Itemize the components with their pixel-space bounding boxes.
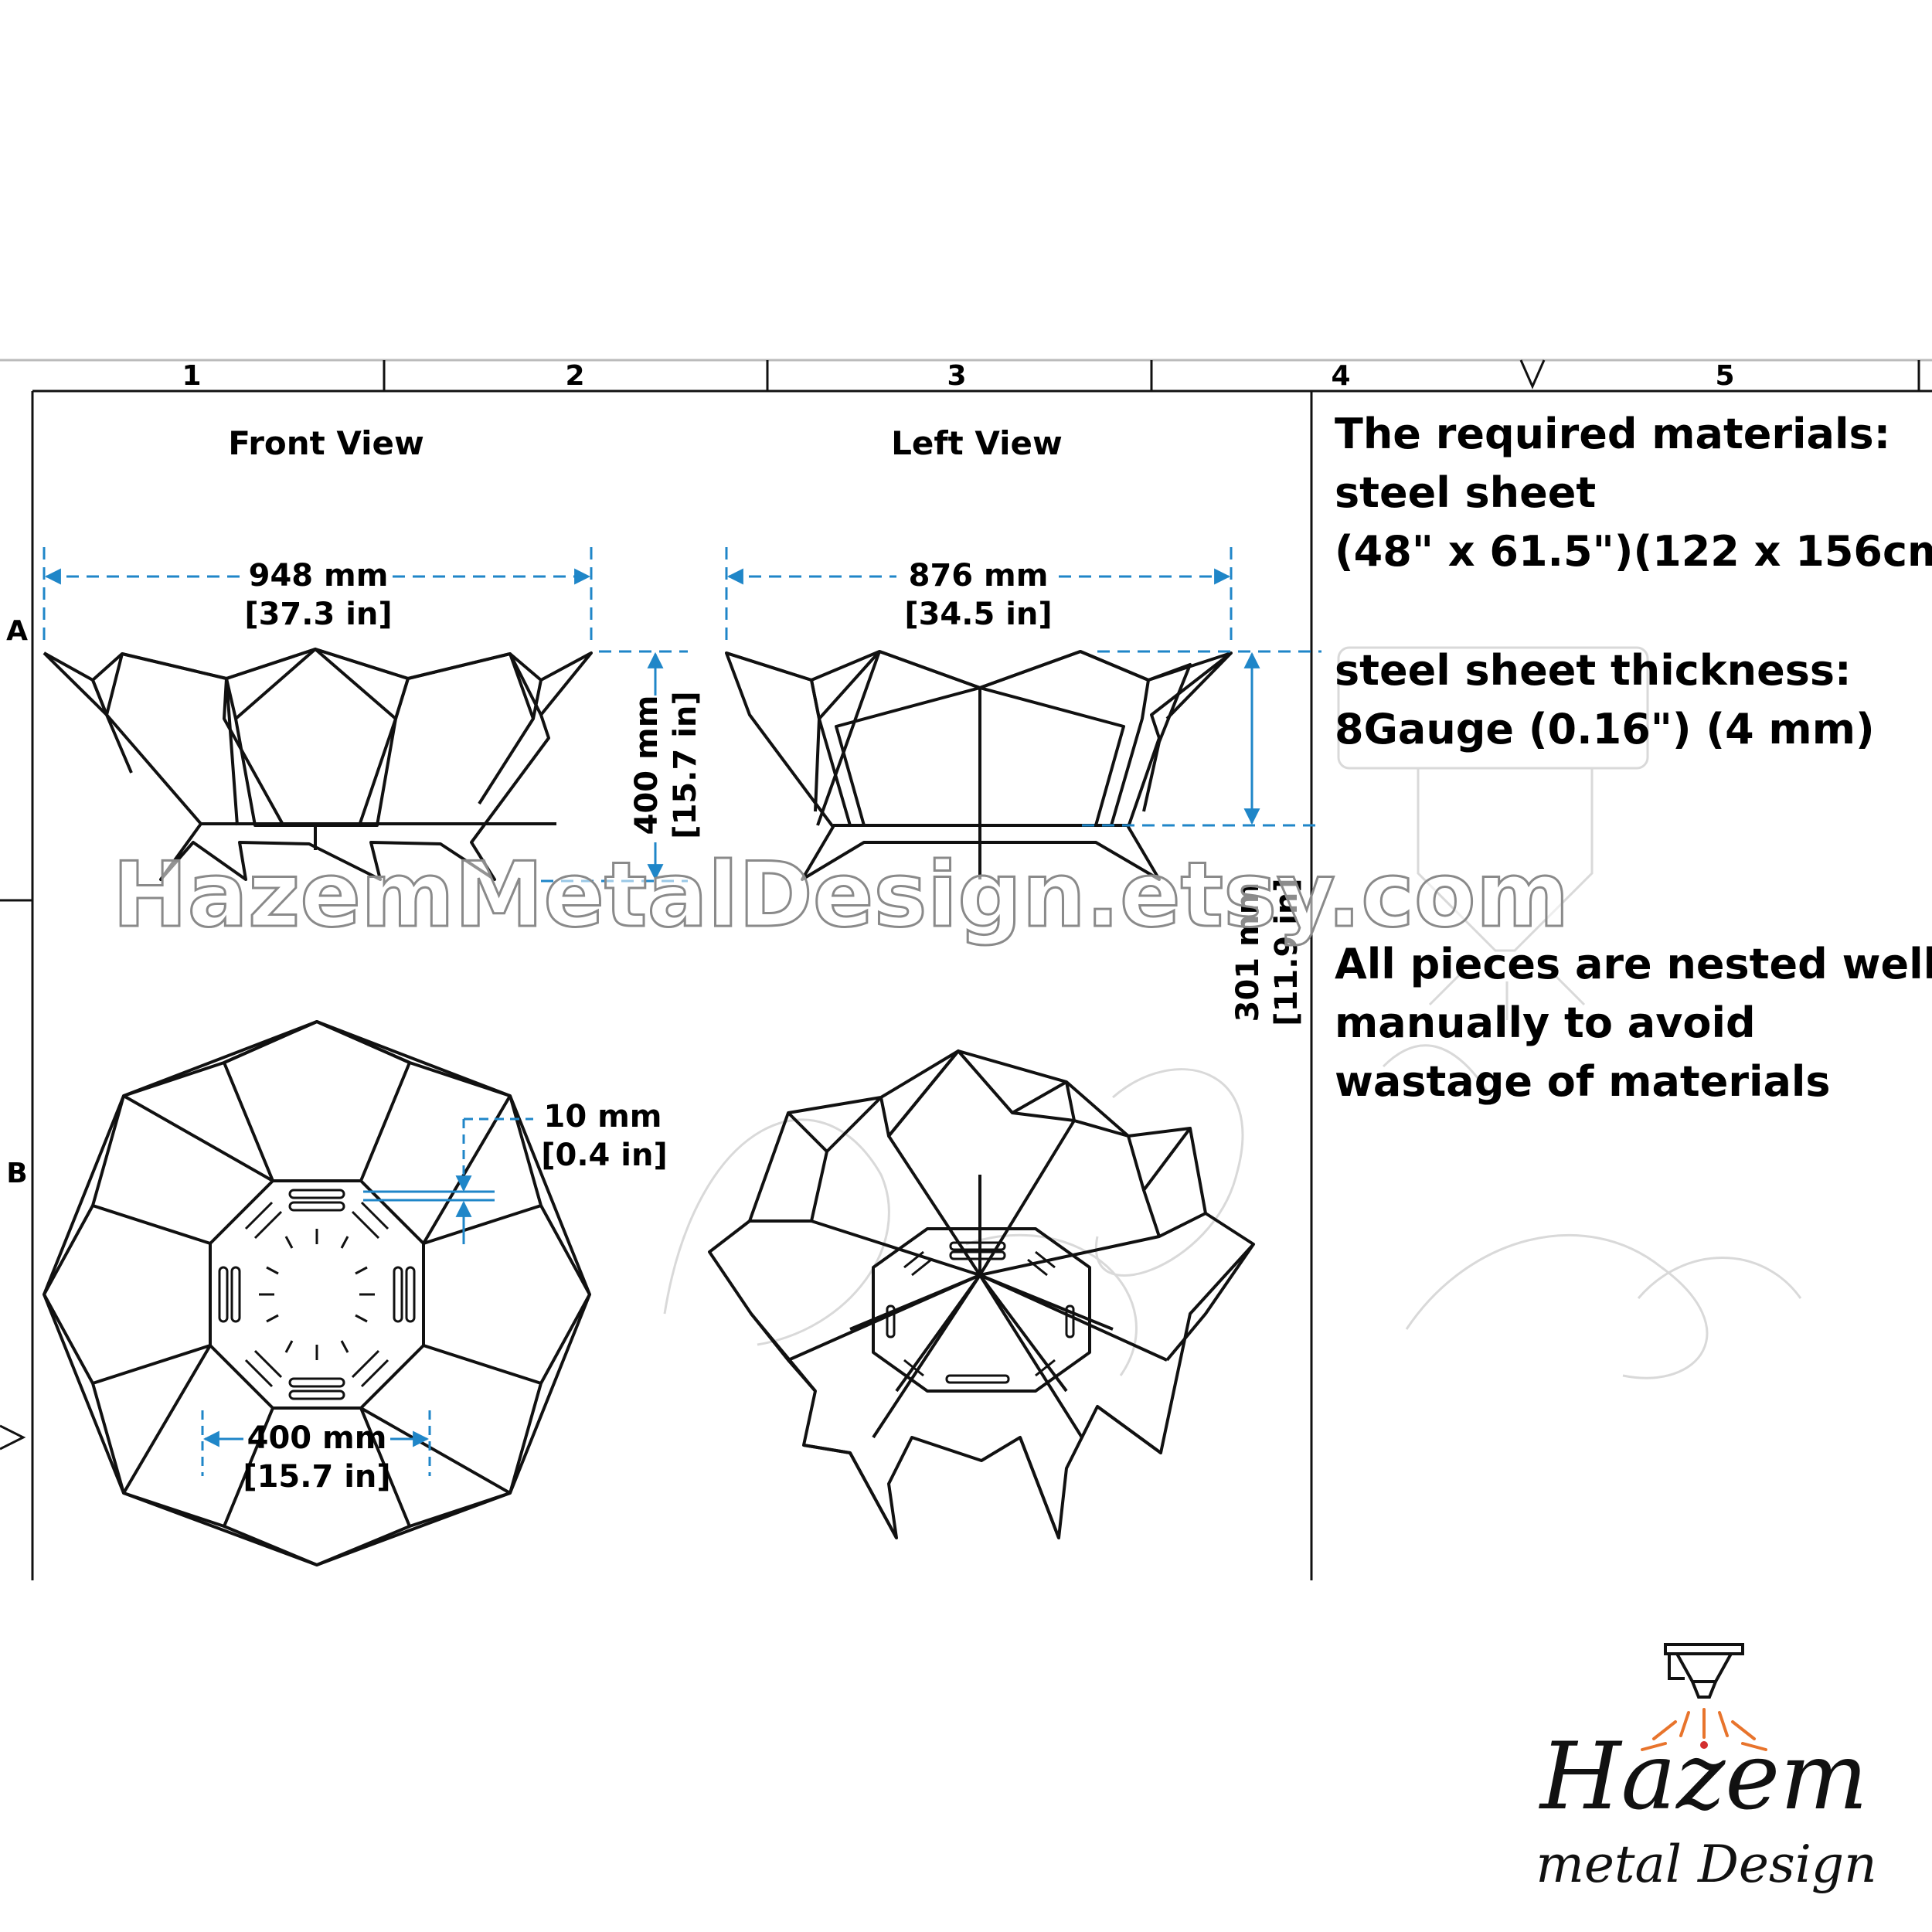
laser-head-icon	[1664, 1643, 1744, 1699]
row-label-b: B	[6, 1158, 27, 1189]
column-label-3: 3	[947, 360, 966, 392]
front-width-dimension	[43, 547, 593, 648]
isometric-view-drawing	[708, 1049, 1255, 1539]
front-view-title: Front View	[228, 424, 424, 462]
front-height-labels: 400 mm [15.7 in]	[629, 691, 703, 838]
column-label-2: 2	[565, 360, 584, 392]
logo-tagline: metal Design	[1536, 1835, 1876, 1894]
front-view-drawing	[43, 648, 593, 881]
front-width-mm: 948 mm	[249, 558, 389, 594]
notes-line-7: manually to avoid	[1335, 998, 1756, 1047]
left-view-drawing	[725, 650, 1233, 881]
notes-line-6: All pieces are nested well	[1335, 940, 1932, 988]
notes-line-8: wastage of materials	[1335, 1057, 1831, 1106]
notes-line-5: 8Gauge (0.16") (4 mm)	[1335, 705, 1875, 753]
column-label-1: 1	[182, 360, 201, 392]
drawing-frame	[0, 359, 1932, 1580]
left-height-dimension	[1082, 650, 1321, 827]
background-logo-ghost	[663, 646, 1802, 1379]
front-height-in: [15.7 in]	[668, 691, 703, 838]
base-width-in: [15.7 in]	[243, 1459, 390, 1495]
left-view-title: Left View	[891, 424, 1063, 462]
left-width-mm: 876 mm	[909, 558, 1049, 594]
column-label-4: 4	[1331, 360, 1350, 392]
left-height-mm: 301 mm	[1230, 883, 1266, 1022]
front-height-dimension	[541, 650, 688, 883]
watermark-text: HazemMetalDesign.etsy.com	[113, 843, 1570, 947]
left-height-in: [11.9 in]	[1269, 878, 1304, 1026]
brand-logo: Hazem metal Design	[1536, 1643, 1877, 1894]
materials-notes: The required materials: steel sheet (48"…	[1335, 410, 1932, 1106]
front-width-in: [37.3 in]	[244, 597, 392, 632]
top-view-drawing	[43, 1020, 591, 1566]
base-width-dimension	[201, 1410, 431, 1476]
left-width-in: [34.5 in]	[904, 597, 1052, 632]
left-width-dimension	[725, 547, 1233, 648]
notes-line-4: steel sheet thickness:	[1335, 646, 1852, 695]
left-height-labels: 301 mm [11.9 in]	[1230, 878, 1304, 1026]
gap-mm: 10 mm	[544, 1099, 662, 1134]
notes-line-1: The required materials:	[1335, 410, 1890, 458]
laser-spark-icon	[1641, 1708, 1767, 1751]
row-label-a: A	[6, 615, 28, 647]
front-height-mm: 400 mm	[629, 696, 665, 835]
logo-name: Hazem	[1539, 1723, 1868, 1831]
base-width-mm: 400 mm	[247, 1420, 387, 1456]
notes-line-3: (48" x 61.5")(122 x 156cm)	[1335, 527, 1932, 576]
laser-dot-icon	[1700, 1741, 1708, 1749]
column-label-5: 5	[1715, 360, 1734, 392]
gap-in: [0.4 in]	[541, 1138, 668, 1173]
notes-line-2: steel sheet	[1335, 468, 1596, 517]
gap-dimension	[363, 1117, 533, 1244]
